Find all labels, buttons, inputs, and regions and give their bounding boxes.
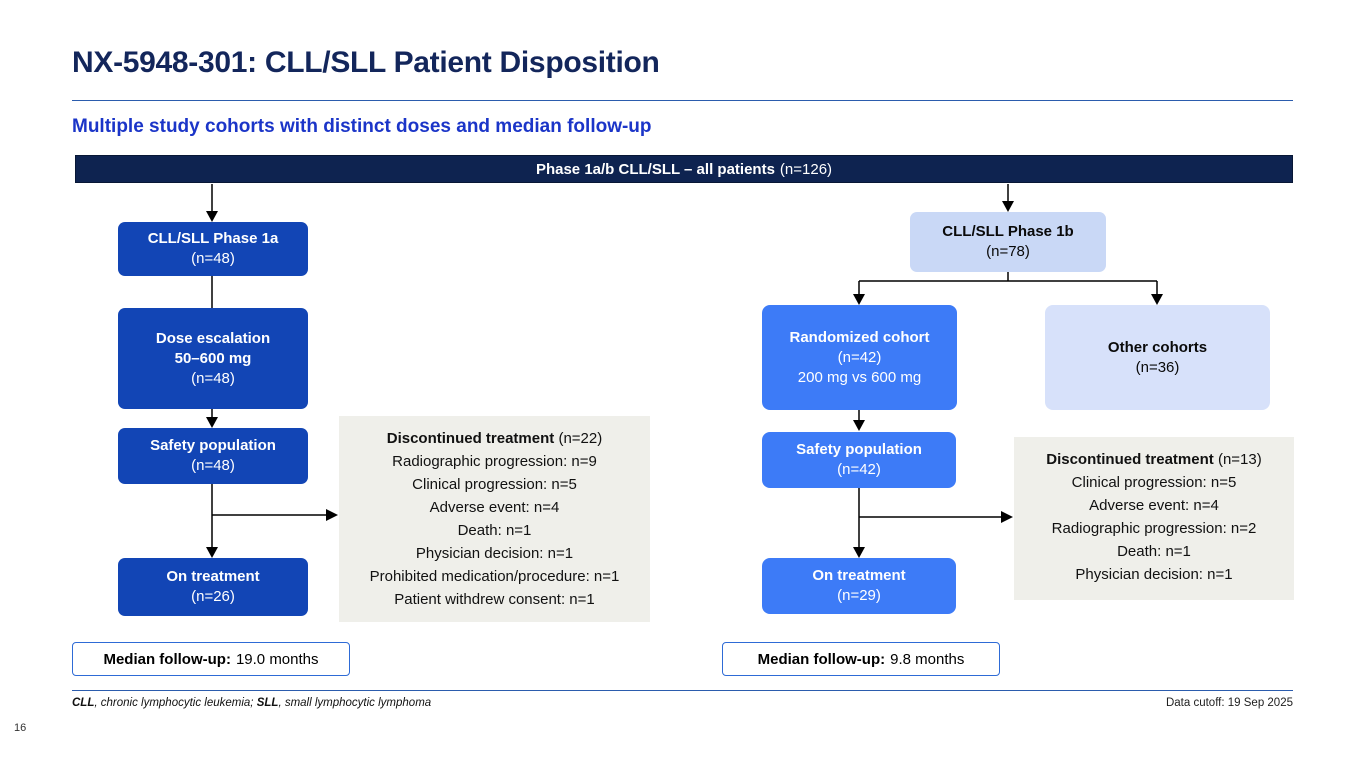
banner-all-patients: Phase 1a/b CLL/SLL – all patients (n=126… [75, 155, 1293, 183]
slide-subtitle: Multiple study cohorts with distinct dos… [72, 116, 652, 137]
box-on-treatment-1a-title: On treatment [166, 568, 260, 585]
box-safety-1b-count: (n=42) [837, 461, 881, 478]
box-safety-population-1b: Safety population (n=42) [762, 432, 956, 488]
box-safety-1a-title: Safety population [150, 437, 276, 454]
median-followup-1a-label: Median follow-up: [103, 650, 231, 668]
box-phase1a: CLL/SLL Phase 1a (n=48) [118, 222, 308, 276]
discontinued-1b-title: Discontinued treatment [1046, 451, 1214, 468]
discontinued-1b-item: Physician decision: n=1 [1075, 566, 1233, 583]
title-divider [72, 100, 1293, 101]
box-on-treatment-1b-title: On treatment [812, 567, 906, 584]
box-phase1a-title: CLL/SLL Phase 1a [147, 230, 279, 247]
footnote-abbr-cll: CLL [72, 697, 95, 709]
box-dose-escalation: Dose escalation 50–600 mg (n=48) [118, 308, 308, 409]
box-on-treatment-1b-count: (n=29) [837, 587, 881, 604]
discontinued-1a-title: Discontinued treatment [386, 430, 555, 447]
discontinued-1b-header: Discontinued treatment (n=13) [1020, 448, 1288, 471]
box-randomized-title: Randomized cohort [789, 328, 930, 346]
page-number: 16 [14, 722, 27, 734]
box-other-cohorts-title: Other cohorts [1107, 338, 1208, 356]
banner-count: (n=126) [779, 160, 833, 178]
data-cutoff-label: Data cutoff: 19 Sep 2025 [1165, 697, 1293, 709]
median-followup-1a-value: 19.0 months [235, 650, 319, 668]
box-phase1b-count: (n=78) [986, 243, 1030, 260]
box-safety-population-1a: Safety population (n=48) [118, 428, 308, 484]
box-randomized-detail: 200 mg vs 600 mg [797, 368, 922, 386]
banner-label: Phase 1a/b CLL/SLL – all patients [535, 160, 775, 178]
discontinued-1a-item: Radiographic progression: n=9 [392, 453, 597, 470]
box-randomized-cohort: Randomized cohort (n=42) 200 mg vs 600 m… [762, 305, 957, 410]
median-followup-1b-label: Median follow-up: [757, 650, 886, 668]
discontinued-panel-1a: Discontinued treatment (n=22) Radiograph… [339, 416, 650, 622]
median-followup-1b-value: 9.8 months [890, 650, 965, 668]
footer-divider [72, 690, 1293, 691]
discontinued-1b-item: Death: n=1 [1117, 543, 1191, 560]
abbreviations-footnote: CLL, chronic lymphocytic leukemia; SLL, … [72, 697, 431, 709]
discontinued-1a-item: Clinical progression: n=5 [412, 476, 577, 493]
discontinued-1a-item: Physician decision: n=1 [415, 545, 574, 562]
discontinued-1b-item: Adverse event: n=4 [1089, 497, 1219, 514]
page-title: NX-5948-301: CLL/SLL Patient Disposition [72, 46, 660, 79]
box-dose-range: 50–600 mg [174, 349, 252, 367]
box-safety-1a-count: (n=48) [191, 457, 235, 474]
discontinued-1b-count-value: (n=13) [1217, 451, 1262, 468]
discontinued-1a-item: Death: n=1 [457, 522, 532, 539]
box-randomized-count: (n=42) [837, 348, 882, 366]
box-on-treatment-1a: On treatment (n=26) [118, 558, 308, 616]
box-phase1b: CLL/SLL Phase 1b (n=78) [910, 212, 1106, 272]
median-followup-1a: Median follow-up: 19.0 months [72, 642, 350, 676]
footnote-text-cll: , chronic lymphocytic leukemia; [94, 697, 257, 709]
footnote-text-sll: , small lymphocytic lymphoma [278, 697, 432, 709]
box-dose-count: (n=48) [191, 369, 235, 387]
discontinued-panel-1b: Discontinued treatment (n=13) Clinical p… [1014, 437, 1294, 600]
box-on-treatment-1b: On treatment (n=29) [762, 558, 956, 614]
box-other-cohorts: Other cohorts (n=36) [1045, 305, 1270, 410]
median-followup-1b: Median follow-up: 9.8 months [722, 642, 1000, 676]
box-dose-title: Dose escalation [155, 329, 271, 347]
box-phase1a-count: (n=48) [191, 250, 235, 267]
discontinued-1a-count-value: (n=22) [558, 430, 603, 447]
footnote-abbr-sll: SLL [256, 697, 279, 709]
discontinued-1a-item: Adverse event: n=4 [429, 499, 560, 516]
discontinued-1a-header: Discontinued treatment (n=22) [345, 427, 644, 450]
box-safety-1b-title: Safety population [796, 441, 922, 458]
discontinued-1b-item: Radiographic progression: n=2 [1051, 520, 1257, 537]
box-other-cohorts-count: (n=36) [1135, 358, 1180, 376]
discontinued-1a-item: Prohibited medication/procedure: n=1 [369, 568, 620, 585]
box-on-treatment-1a-count: (n=26) [191, 588, 235, 605]
discontinued-1b-item: Clinical progression: n=5 [1071, 474, 1237, 491]
box-phase1b-title: CLL/SLL Phase 1b [942, 223, 1074, 240]
discontinued-1a-item: Patient withdrew consent: n=1 [394, 591, 595, 608]
